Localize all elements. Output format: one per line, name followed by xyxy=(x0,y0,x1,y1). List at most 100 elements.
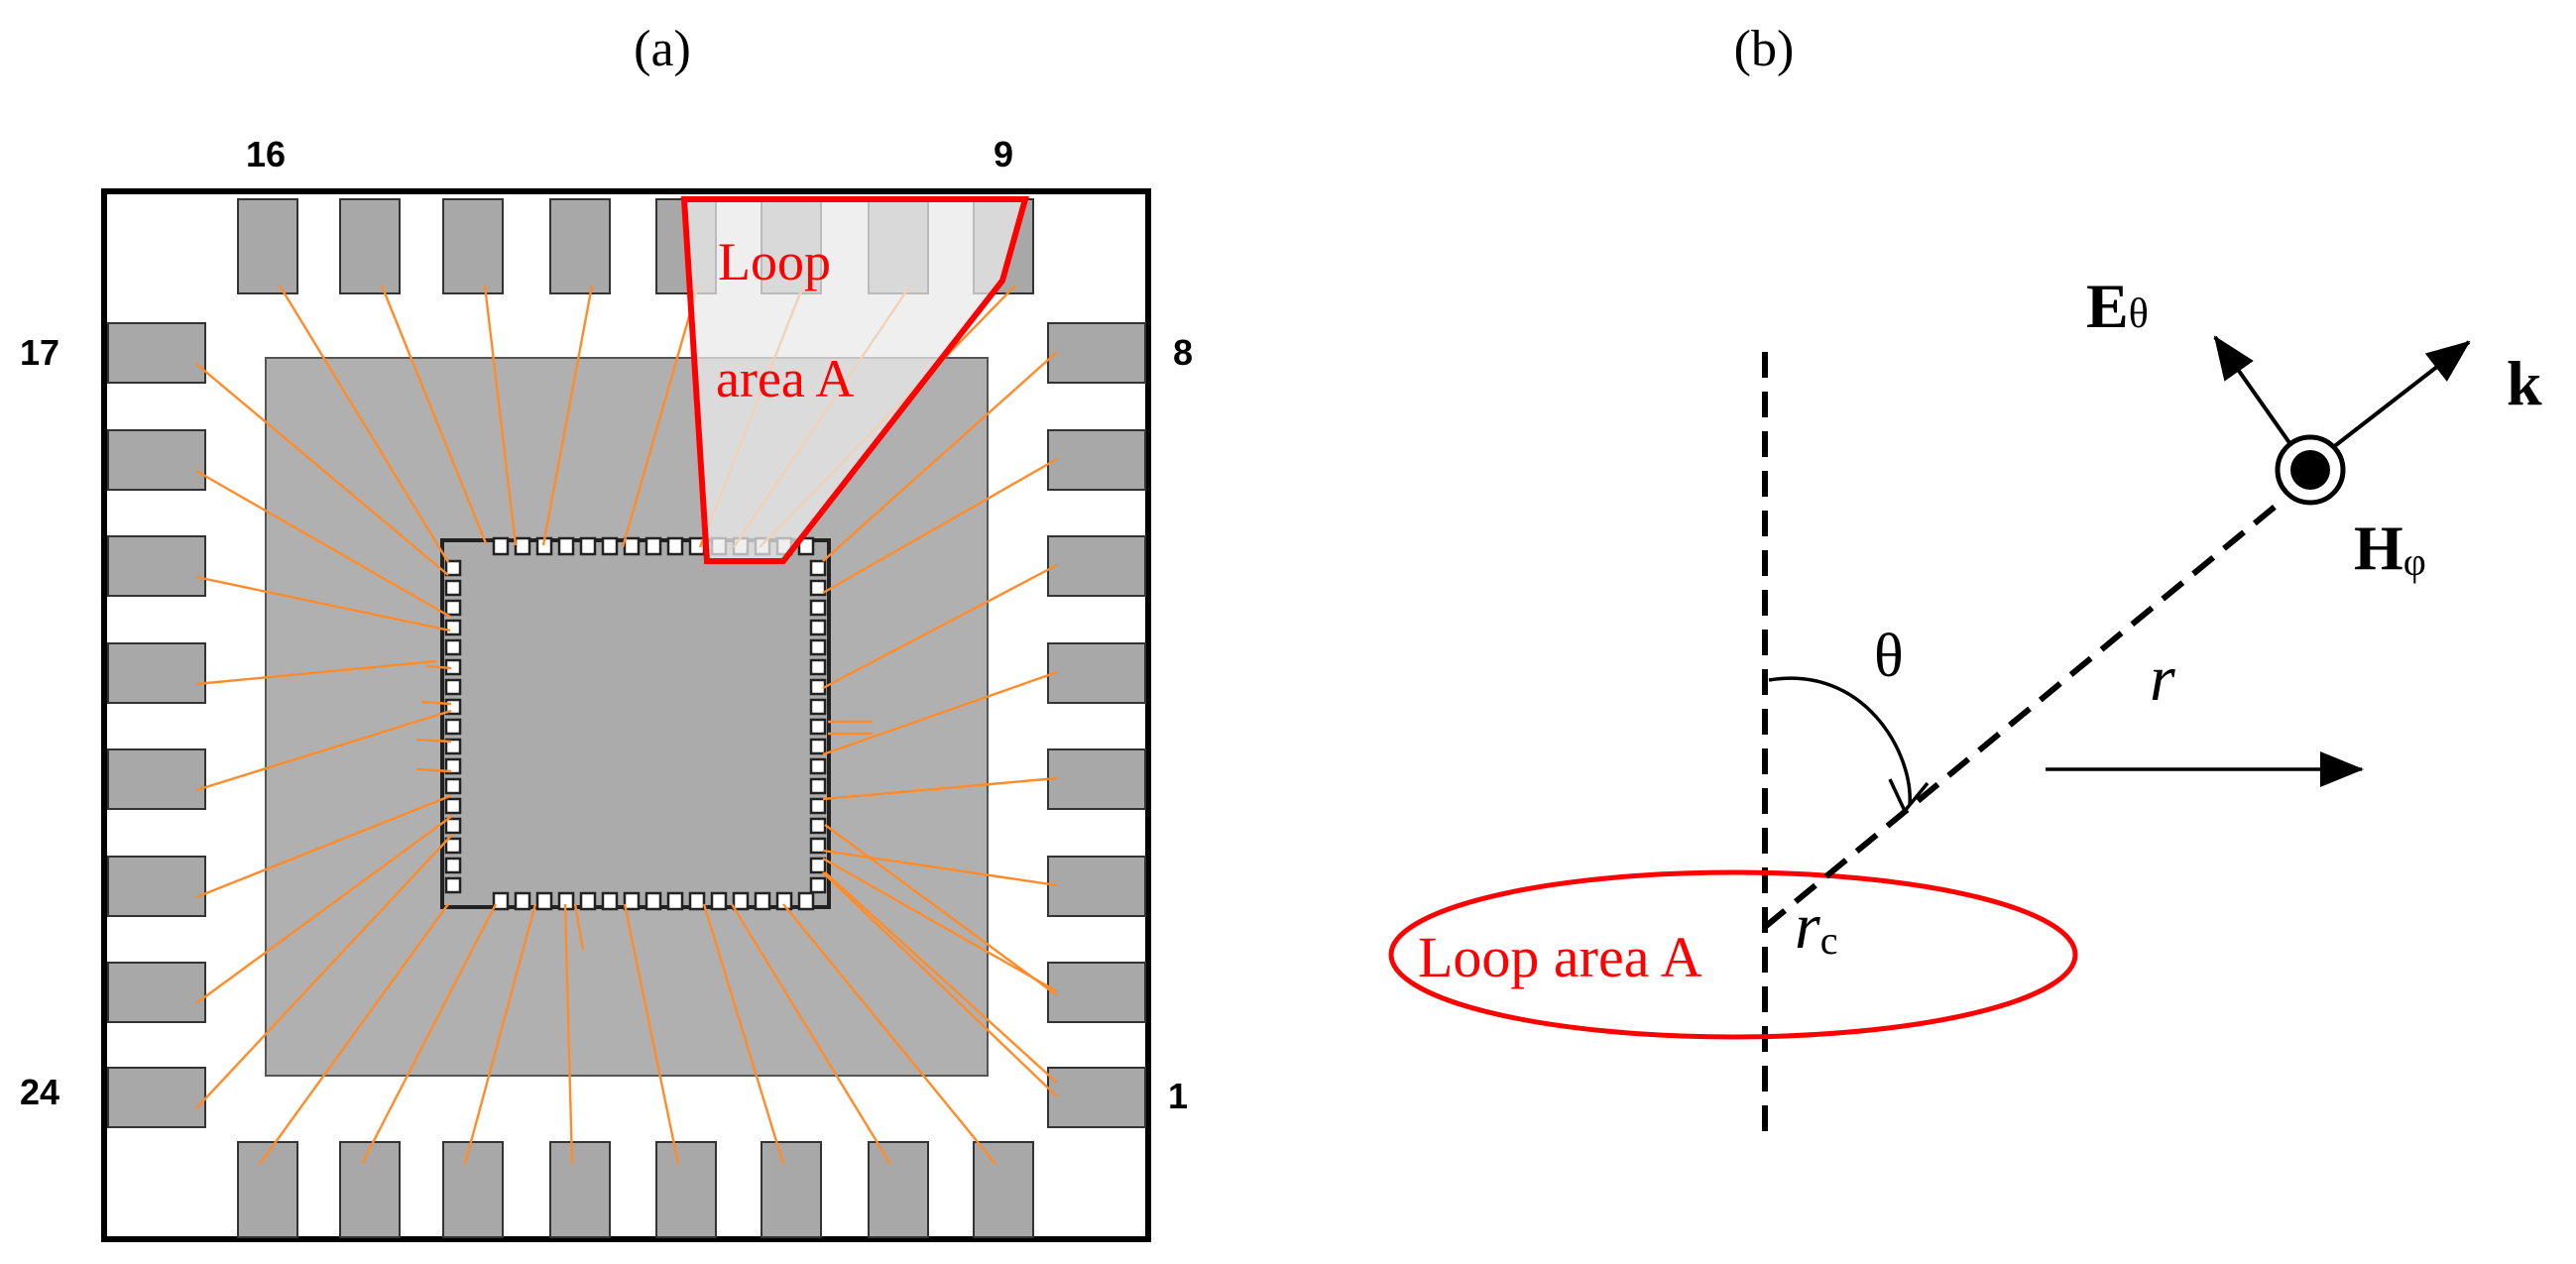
h-phi-label: Hφ xyxy=(2354,513,2426,584)
bond-pad xyxy=(732,891,750,911)
inner-chip xyxy=(440,538,831,909)
bond-pad xyxy=(809,619,827,636)
bond-wire xyxy=(824,871,1058,1084)
bond-wire xyxy=(415,767,452,773)
bond-pad xyxy=(809,559,827,577)
bottom-lead-pad xyxy=(442,1141,504,1238)
h-field-dot xyxy=(2290,450,2330,490)
theta-arc-arrowhead xyxy=(1888,778,1930,815)
bond-pad xyxy=(809,837,827,855)
bond-pad xyxy=(809,638,827,656)
bottom-lead-pad xyxy=(655,1141,717,1238)
left-lead-pad xyxy=(107,535,206,597)
left-lead-pad xyxy=(107,429,206,491)
bond-pad xyxy=(809,738,827,755)
panel-a-chip-package: (a) Loop area A 16 9 17 8 24 1 xyxy=(20,21,1193,1242)
bond-pad xyxy=(710,891,728,911)
r-label: r xyxy=(2150,642,2175,715)
bond-pad xyxy=(444,797,462,815)
bond-pad xyxy=(444,718,462,736)
loop-ellipse xyxy=(1388,869,2078,1040)
bond-pad xyxy=(601,891,619,911)
left-lead-pad xyxy=(107,856,206,917)
bottom-lead-pad xyxy=(339,1141,401,1238)
right-lead-pad xyxy=(1047,1067,1146,1128)
bond-pad xyxy=(557,536,575,556)
bond-pad xyxy=(797,891,815,911)
bond-wire xyxy=(415,738,452,744)
bond-wire xyxy=(623,903,680,1165)
bond-wire xyxy=(483,285,518,546)
bond-pad xyxy=(809,718,827,736)
bond-pad xyxy=(444,579,462,597)
bond-wire xyxy=(259,903,449,1165)
left-lead-pad xyxy=(107,322,206,384)
top-lead-pad xyxy=(549,198,611,294)
bond-pad xyxy=(444,678,462,696)
bottom-lead-pad xyxy=(868,1141,929,1238)
bond-pad xyxy=(444,757,462,775)
bond-pad xyxy=(579,536,597,556)
bond-pad xyxy=(444,619,462,636)
rc-label: rc xyxy=(1795,890,1837,963)
right-lead-pad xyxy=(1047,642,1146,704)
bond-wire xyxy=(822,857,1058,993)
pin-label-16: 16 xyxy=(246,134,286,174)
bottom-lead-pad xyxy=(549,1141,611,1238)
bond-pad xyxy=(492,891,510,911)
bond-pad xyxy=(809,658,827,676)
right-lead-pad xyxy=(1047,535,1146,597)
bond-pad xyxy=(666,891,684,911)
bond-wire xyxy=(380,285,488,544)
bond-pad xyxy=(644,891,662,911)
bond-wire xyxy=(195,363,449,576)
bond-pad xyxy=(688,891,706,911)
pin-label-24: 24 xyxy=(20,1072,59,1112)
bond-pad xyxy=(601,536,619,556)
theta-arc xyxy=(1768,676,1912,806)
bond-wire xyxy=(822,849,1058,887)
bond-pad xyxy=(666,536,684,556)
bond-wire xyxy=(195,815,453,1004)
bond-pad xyxy=(492,536,510,556)
bond-pad xyxy=(444,777,462,795)
bond-wire xyxy=(824,824,1058,996)
top-lead-pad xyxy=(339,198,401,294)
bond-wire xyxy=(563,903,574,1165)
bond-wire xyxy=(541,285,594,546)
bond-pad xyxy=(809,797,827,815)
bond-wire xyxy=(822,351,1058,562)
bond-pad xyxy=(514,891,531,911)
bond-wire xyxy=(822,670,1058,756)
right-lead-pad xyxy=(1047,856,1146,917)
bond-pad xyxy=(797,536,815,556)
bond-pad xyxy=(809,579,827,597)
bond-pad xyxy=(444,817,462,835)
bond-wire xyxy=(195,469,451,619)
bond-pad xyxy=(809,757,827,775)
panel-b-radiation-diagram: (b) Loop area A θ r rc Eθ k Hφ xyxy=(1388,21,2542,1132)
bond-wire xyxy=(420,700,452,706)
pin-label-17: 17 xyxy=(20,332,59,373)
bond-wire xyxy=(822,457,1058,595)
pin-label-1: 1 xyxy=(1168,1076,1188,1116)
right-lead-pad xyxy=(1047,322,1146,384)
loop-area-label-b: Loop area A xyxy=(1418,925,1702,989)
bond-pad xyxy=(444,837,462,855)
bond-wire xyxy=(822,871,1058,1097)
bond-pad xyxy=(444,559,462,577)
bond-pad xyxy=(444,638,462,656)
panel-b-label: (b) xyxy=(1734,21,1795,77)
bond-pad xyxy=(775,891,793,911)
bottom-lead-pad xyxy=(973,1141,1034,1238)
bond-wire xyxy=(195,794,451,899)
bond-wire xyxy=(278,285,450,563)
loop-area-label-line2: area A xyxy=(716,349,854,408)
right-lead-pad xyxy=(1047,429,1146,491)
bond-pad xyxy=(514,536,531,556)
bond-pad xyxy=(644,536,662,556)
bond-wire xyxy=(822,776,1058,801)
k-label: k xyxy=(2507,348,2542,418)
bond-pad xyxy=(754,891,771,911)
bond-pad xyxy=(623,536,641,556)
